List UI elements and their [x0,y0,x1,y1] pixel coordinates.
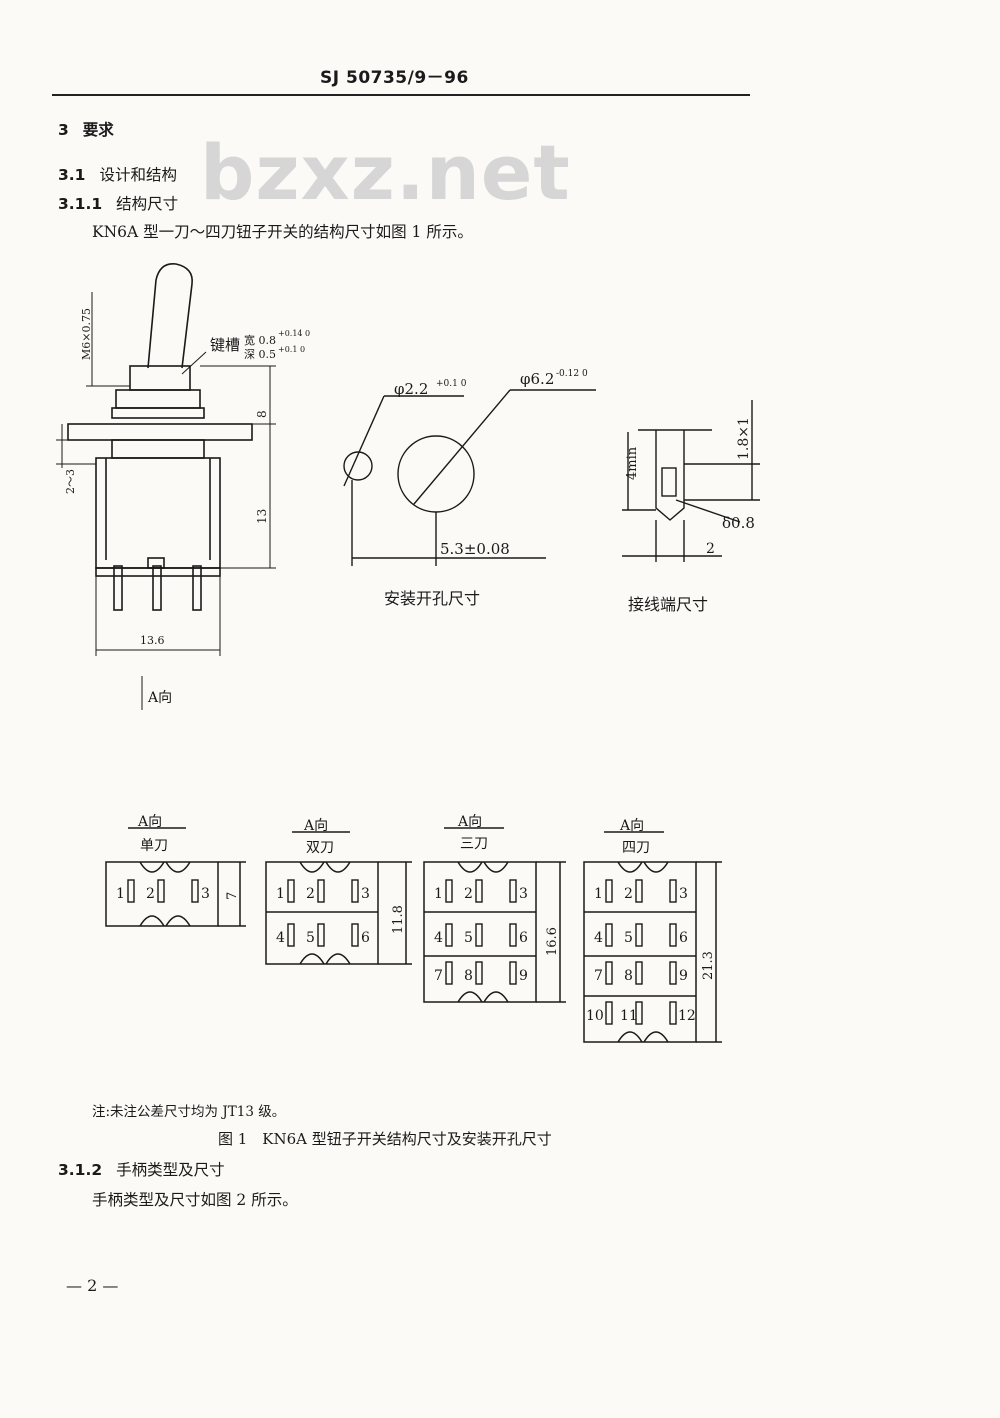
terminal-number: 5 [306,930,315,946]
terminal-number: 9 [679,968,688,984]
section-3-1-2-heading: 3.1.2 手柄类型及尺寸 [58,1158,225,1180]
terminal-number: 7 [434,968,443,984]
view-1-a: A向 [137,814,162,830]
dim-2-3: 2～3 [64,469,77,494]
quadruple-pole-box [583,861,697,1043]
terminal-number: 10 [586,1008,604,1024]
dim-13: 13 [255,509,269,524]
terminal-number: 1 [116,886,125,902]
hole-large-tol: -0.12 0 [556,369,588,379]
view-2-a: A向 [303,818,328,834]
keyslot-depth-tol: +0.1 0 [278,345,305,354]
keyslot-label: 键槽 [210,336,240,354]
terminal-number: 8 [624,968,633,984]
terminal-number: 4 [434,930,443,946]
terminal-number: 3 [361,886,370,902]
section-3-1-1-title: 结构尺寸 [116,195,179,213]
terminal-number: 6 [361,930,370,946]
section-3-1-2-title: 手柄类型及尺寸 [116,1161,225,1179]
terminal-number: 11 [620,1008,638,1024]
section-3-1-2-text: 手柄类型及尺寸如图 2 所示。 [92,1191,298,1209]
term-2: 2 [706,541,715,557]
thread-label: M6×0.75 [80,308,93,360]
section-3-1-1-text: KN6A 型一刀～四刀钮子开关的结构尺寸如图 1 所示。 [92,223,473,241]
terminal-number: 7 [594,968,603,984]
term-delta: δ0.8 [722,514,755,532]
dim-13-6: 13.6 [140,634,165,647]
hole-large-label: φ6.2 [520,370,554,388]
section-3-1-title: 设计和结构 [99,166,177,184]
terminal-number: 9 [519,968,528,984]
terminal-number: 3 [679,886,688,902]
section-3-title: 要求 [82,121,114,139]
hole-small-tol: +0.1 0 [436,379,467,389]
dim-8: 8 [255,410,269,418]
terminal-number: 6 [679,930,688,946]
figure-note: 注:未注公差尺寸均为 JT13 级。 [92,1104,286,1120]
triple-pole-box [423,861,537,1003]
view-4-dim: 21.3 [701,951,716,980]
document-header: SJ 50735/9－96 [320,68,469,88]
section-3-number: 3 [58,121,69,139]
page-number: — 2 — [66,1276,119,1295]
terminal-number: 8 [464,968,473,984]
terminal-number: 2 [146,886,155,902]
view-a-label: A向 [147,690,172,706]
section-3-1-2-number: 3.1.2 [58,1161,103,1179]
figure-caption: 图 1 KN6A 型钮子开关结构尺寸及安装开孔尺寸 [218,1130,552,1148]
terminal-number: 1 [276,886,285,902]
view-4-a: A向 [619,818,644,834]
terminal-number: 1 [434,886,443,902]
mount-caption: 安装开孔尺寸 [384,589,480,608]
keyslot-depth: 深 0.5 [244,348,276,361]
single-pole-box [105,861,219,927]
terminal-number: 2 [464,886,473,902]
hole-small-label: φ2.2 [394,380,428,398]
terminal-caption: 接线端尺寸 [628,595,708,614]
view-3-name: 三刀 [460,836,488,852]
terminal-number: 4 [594,930,603,946]
header-rule [52,94,750,96]
keyslot-width-tol: +0.14 0 [278,329,310,338]
terminal-number: 2 [624,886,633,902]
view-1-name: 单刀 [140,838,168,854]
terminal-number: 2 [306,886,315,902]
view-2-name: 双刀 [306,840,334,856]
term-1-8x1: 1.8×1 [736,417,752,460]
watermark: bzxz.net [200,128,571,217]
section-3-1-1-number: 3.1.1 [58,195,103,213]
terminal-number: 3 [201,886,210,902]
terminal-number: 6 [519,930,528,946]
keyslot-width: 宽 0.8 [244,333,276,347]
section-3-1-heading: 3.1 设计和结构 [58,163,177,185]
terminal-number: 3 [519,886,528,902]
view-3-dim: 16.6 [545,927,560,956]
hole-spacing-label: 5.3±0.08 [440,540,510,558]
view-1-dim: 7 [225,892,240,900]
terminal-number: 1 [594,886,603,902]
section-3-1-number: 3.1 [58,166,86,184]
terminal-number: 5 [464,930,473,946]
terminal-number: 4 [276,930,285,946]
section-3-heading: 3 要求 [58,118,114,140]
terminal-number: 12 [678,1008,696,1024]
term-4min: 4min [625,446,640,480]
section-3-1-1-heading: 3.1.1 结构尺寸 [58,192,178,214]
view-2-dim: 11.8 [391,905,406,934]
view-4-name: 四刀 [622,840,650,856]
double-pole-box [265,861,379,965]
terminal-number: 5 [624,930,633,946]
view-3-a: A向 [457,814,482,830]
lever-handle [147,263,193,369]
